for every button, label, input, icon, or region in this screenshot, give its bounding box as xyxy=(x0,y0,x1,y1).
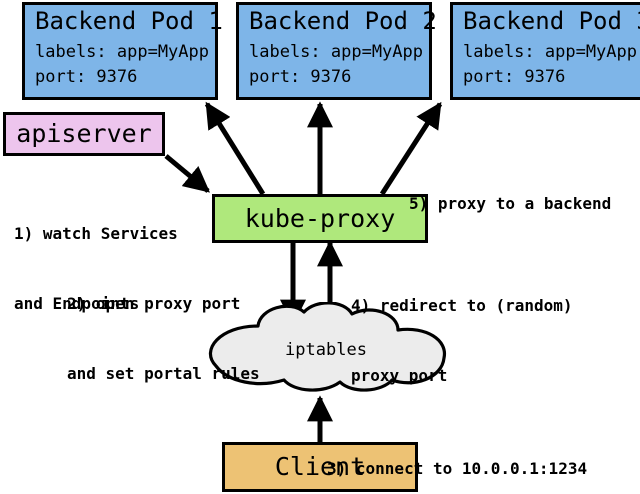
pod2-port: port: 9376 xyxy=(249,67,352,88)
step-2-line-2: and set portal rules xyxy=(67,363,260,383)
pod1-labels: labels: app=MyApp xyxy=(35,42,209,63)
node-iptables-cloud[interactable]: iptables xyxy=(186,301,466,394)
pod1-title: Backend Pod 1 xyxy=(35,7,223,35)
pod1-port: port: 9376 xyxy=(35,67,138,88)
node-apiserver[interactable]: apiserver xyxy=(3,112,165,156)
step-5-line-1: 5) proxy to a backend xyxy=(409,194,612,214)
step-5-label: 5) proxy to a backend xyxy=(409,146,611,262)
iptables-label: iptables xyxy=(285,340,367,360)
step-3-label: 3) connect to 10.0.0.1:1234 xyxy=(327,411,587,494)
node-kube-proxy[interactable]: kube-proxy xyxy=(212,194,428,243)
node-client[interactable]: Client xyxy=(222,442,418,492)
step-1-label: 1) watch Services and Endpoints xyxy=(14,176,178,362)
kubeproxy-title: kube-proxy xyxy=(244,203,396,233)
step-2-line-1: 2) open proxy port xyxy=(67,294,241,314)
apiserver-title: apiserver xyxy=(16,119,152,149)
step-3-line-1: 3) connect to 10.0.0.1:1234 xyxy=(327,459,588,479)
step-4-label: 4) redirect to (random) proxy port xyxy=(351,248,573,434)
pod3-title: Backend Pod 3 xyxy=(463,7,640,35)
pod2-title: Backend Pod 2 xyxy=(249,7,437,35)
step-4-line-2: proxy port xyxy=(351,365,448,385)
node-backend-pod-3[interactable]: Backend Pod 3 labels: app=MyApp port: 93… xyxy=(450,2,640,100)
edge-kubeproxy-to-pod1 xyxy=(204,101,266,196)
node-backend-pod-2[interactable]: Backend Pod 2 labels: app=MyApp port: 93… xyxy=(236,2,437,100)
pod3-labels: labels: app=MyApp xyxy=(463,42,637,63)
pod3-port: port: 9376 xyxy=(463,67,566,88)
pod2-labels: labels: app=MyApp xyxy=(249,42,423,63)
cloud-shape xyxy=(208,301,446,392)
step-1-line-1: 1) watch Services xyxy=(14,224,178,244)
step-4-line-1: 4) redirect to (random) xyxy=(351,296,573,316)
client-title: Client xyxy=(274,452,366,482)
step-2-label: 2) open proxy port and set portal rules xyxy=(67,246,260,432)
step-1-line-2: and Endpoints xyxy=(14,293,140,313)
node-backend-pod-1[interactable]: Backend Pod 1 labels: app=MyApp port: 93… xyxy=(22,2,223,100)
